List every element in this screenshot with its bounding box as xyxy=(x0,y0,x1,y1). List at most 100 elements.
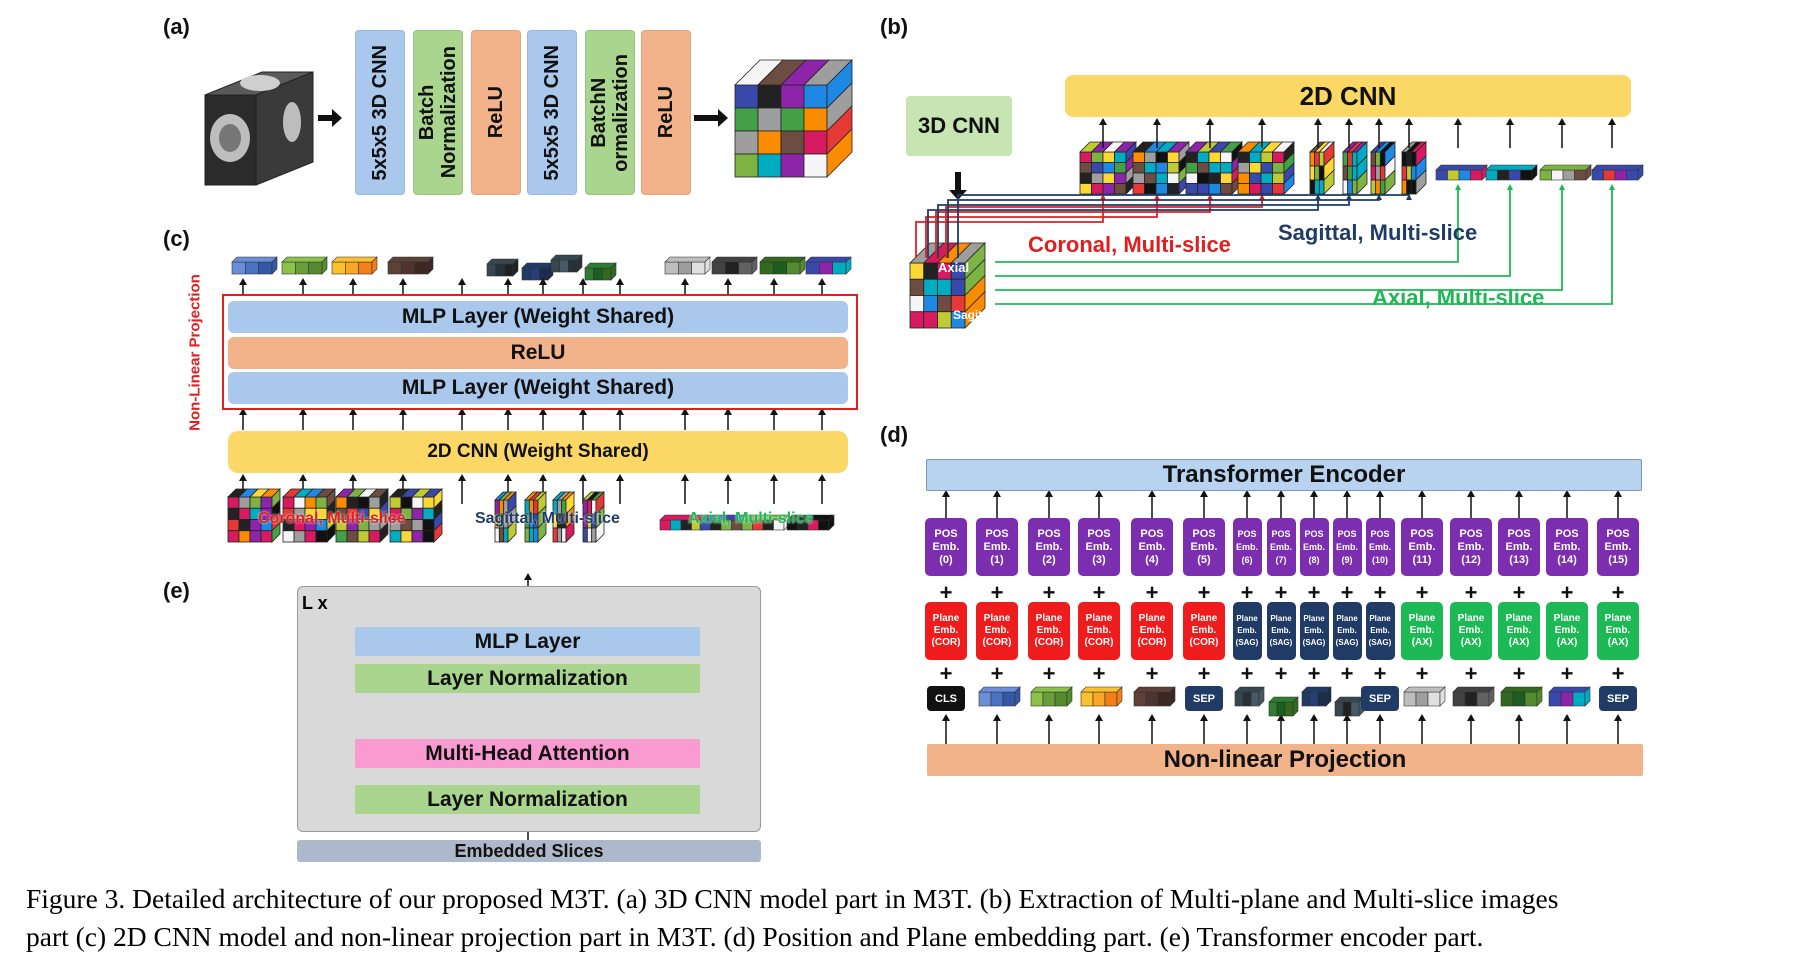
slice-token-6-cell xyxy=(1242,691,1252,707)
projected-token-2-cell xyxy=(345,261,359,275)
c-coronal-cube-0-front-cell xyxy=(227,530,240,543)
coronal-cube-0-front-cell xyxy=(1102,183,1115,195)
route-head-0-2 xyxy=(1207,194,1213,200)
projected-token-8-side xyxy=(704,256,711,275)
slice-to-cnn-arrow-7-head xyxy=(579,474,587,481)
slice-token-3-top xyxy=(1080,686,1123,693)
coronal-cube-1-front-cell xyxy=(1167,151,1180,163)
slice-to-cnn-arrow-2-head xyxy=(349,474,357,481)
pos-to-encoder-arrow-14-head xyxy=(1563,490,1571,497)
pos-embedding-0: POS Emb.(0) xyxy=(925,518,967,576)
axial-slice-2-cell xyxy=(1539,169,1552,181)
projected-token-10-cell xyxy=(786,261,801,275)
sagittal-label-c: Sagittal, Multi-slice xyxy=(475,510,620,527)
slice-token-4-cell xyxy=(1133,691,1147,707)
c-coronal-cube-0-side-cell xyxy=(271,521,281,543)
sagittal-cube-2-front-cell xyxy=(1370,151,1377,167)
plane-embedding-7: Plane Emb. (SAG) xyxy=(1266,602,1296,660)
pos-embedding-15: POS Emb.(15) xyxy=(1597,518,1639,576)
slice-token-8-cell xyxy=(1309,691,1319,707)
plane-embedding-13: Plane Emb. (AX) xyxy=(1498,602,1540,660)
coronal-cube-2-front-cell xyxy=(1208,162,1221,174)
cnn2d-input-arrow-11-head xyxy=(1608,118,1616,125)
cnn-to-mlp-arrow-11-head xyxy=(770,408,778,415)
proj-out-arrow-10-head xyxy=(724,278,732,285)
c-coronal-cube-1-front-cell xyxy=(282,530,295,543)
proj-to-token-arrow-2-head xyxy=(1045,714,1053,721)
slice-token-6-cell xyxy=(1250,691,1260,707)
c-sagittal-cube-2-side-cell xyxy=(565,519,575,543)
pos-embedding-index: (5) xyxy=(1197,553,1211,566)
sagittal-cube-2-front-cell xyxy=(1370,165,1377,181)
projected-token-1-side xyxy=(321,256,328,275)
sagittal-label-b: Sagittal, Multi-slice xyxy=(1278,220,1478,245)
sagittal-cube-3-front-cell xyxy=(1401,179,1408,195)
slice-token-15-cell xyxy=(1560,691,1574,707)
cube-coronal-label: Coronal xyxy=(912,326,962,341)
slice-to-cnn-arrow-0-head xyxy=(239,474,247,481)
pos-to-encoder-arrow-4-head xyxy=(1148,490,1156,497)
coronal-cube-2-front-cell xyxy=(1185,162,1198,174)
coronal-cube-0-front-cell xyxy=(1079,151,1092,163)
projected-token-9-cell xyxy=(711,261,726,275)
slice-token-1-cell xyxy=(1002,691,1016,707)
cnn-to-mlp-arrow-10-head xyxy=(724,408,732,415)
slice-token-14-top xyxy=(1500,686,1543,693)
add-sign: + xyxy=(990,661,1004,686)
pos-embedding-13: POS Emb.(13) xyxy=(1498,518,1540,576)
c-coronal-cube-0-front-cell xyxy=(227,496,240,509)
pos-to-encoder-arrow-5-head xyxy=(1200,490,1208,497)
pos-to-encoder-arrow-1-head xyxy=(993,490,1001,497)
plane-embedding-15: Plane Emb. (AX) xyxy=(1597,602,1639,660)
proj-to-token-arrow-8-head xyxy=(1310,714,1318,721)
pos-embedding-prefix: POS Emb. xyxy=(983,527,1011,553)
slice-token-11-top xyxy=(1403,686,1446,693)
c-coronal-cube-3-front-cell xyxy=(411,519,424,532)
pos-embedding-7: POS Emb.(7) xyxy=(1266,518,1296,576)
sagittal-cube-2-front-cell xyxy=(1370,179,1377,195)
plane-embedding-14: Plane Emb. (AX) xyxy=(1546,602,1588,660)
projected-token-5-cell xyxy=(539,267,549,281)
c-coronal-cube-2-front-cell xyxy=(368,530,381,543)
coronal-cube-0-front-cell xyxy=(1102,172,1115,184)
coronal-cube-3-front-cell xyxy=(1272,162,1285,174)
c-coronal-cube-1-side-cell xyxy=(326,521,336,543)
axial-slice-0-cell xyxy=(1458,169,1471,181)
projected-token-9-side xyxy=(751,256,758,275)
cnn-to-mlp-arrow-9-head xyxy=(681,408,689,415)
feature-cube-a-front-cell xyxy=(803,130,828,155)
slice-token-11-cell xyxy=(1415,691,1429,707)
coronal-cube-2-front-cell xyxy=(1185,172,1198,184)
axial-slice-0-cell xyxy=(1435,169,1448,181)
add-sign: + xyxy=(1464,580,1478,605)
projected-token-4-cell xyxy=(486,263,496,277)
coronal-cube-2-front-cell xyxy=(1185,151,1198,163)
cnn-to-mlp-arrow-3-head xyxy=(399,408,407,415)
add-sign: + xyxy=(1307,661,1321,686)
coronal-cube-3-side-cell xyxy=(1283,172,1295,195)
c-coronal-cube-0-front-cell xyxy=(238,519,251,532)
plane-embedding-4: Plane Emb. (COR) xyxy=(1131,602,1173,660)
coronal-cube-0-front-cell xyxy=(1114,162,1127,174)
add-sign: + xyxy=(1512,661,1526,686)
slice-token-4-cell xyxy=(1157,691,1171,707)
figure-caption: Figure 3. Detailed architecture of our p… xyxy=(26,880,1796,956)
axial-slice-1-cell xyxy=(1508,169,1521,181)
conv3d-block-1: 5x5x5 3D CNN xyxy=(355,30,405,195)
projected-token-5-cell xyxy=(530,267,540,281)
c-coronal-cube-0-front-cell xyxy=(238,507,251,520)
add-sign: + xyxy=(1197,661,1211,686)
encoder-output-arrow-head xyxy=(524,573,532,580)
axial-slice-0-cell xyxy=(1470,169,1483,181)
slice-token-4-side xyxy=(1169,686,1176,707)
feature-cube-a-front-cell xyxy=(803,84,828,109)
projected-token-10-side xyxy=(799,256,806,275)
axial-label-c: Axial, Multi-slice xyxy=(688,510,814,527)
feature-cube-a-front-cell xyxy=(734,153,759,178)
cnn-to-mlp-arrow-2-head xyxy=(349,408,357,415)
pos-embedding-index: (2) xyxy=(1042,553,1056,566)
plane-embedding-8: Plane Emb. (SAG) xyxy=(1299,602,1329,660)
c-coronal-cube-3-side-cell xyxy=(433,521,443,543)
sagittal-cube-3-front-cell xyxy=(1410,151,1417,167)
relu-block-1: ReLU xyxy=(471,30,521,195)
